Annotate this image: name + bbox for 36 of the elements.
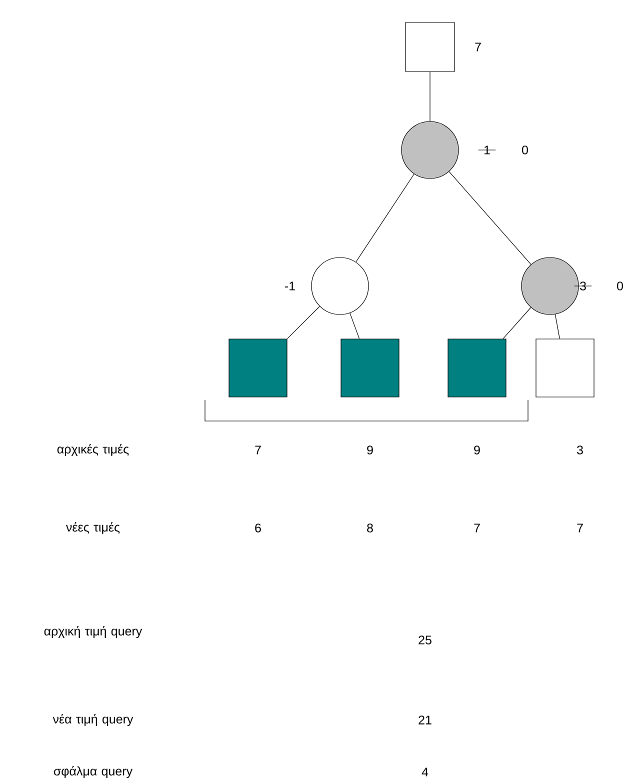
table-value: 25 — [418, 636, 432, 644]
connector-line — [287, 306, 320, 339]
connector-line — [448, 171, 532, 265]
table-value: 7 — [474, 524, 480, 532]
table-value: 21 — [418, 716, 432, 724]
struck-value: 1 — [478, 146, 496, 154]
circle-node — [401, 121, 459, 179]
square-node — [448, 338, 506, 398]
node-value: 0 — [617, 282, 623, 290]
square-node — [536, 338, 594, 398]
table-value: 9 — [367, 446, 373, 454]
table-value: 7 — [577, 524, 583, 532]
table-value: 4 — [422, 768, 428, 776]
row-label: σφάλμα query — [54, 766, 133, 778]
row-label: νέα τιμή query — [52, 714, 134, 726]
table-value: 9 — [474, 446, 480, 454]
table-value: 3 — [577, 446, 583, 454]
row-label: αρχική τιμή query — [44, 626, 142, 638]
row-label: νέες τιμές — [66, 522, 120, 534]
square-node — [228, 338, 288, 398]
table-value: 6 — [255, 524, 261, 532]
connector-line — [356, 174, 414, 262]
table-value: 8 — [367, 524, 373, 532]
table-value: 7 — [255, 446, 261, 454]
square-node — [405, 22, 455, 72]
connector-line — [502, 307, 532, 339]
struck-value: 3 — [574, 282, 592, 290]
connector-line — [350, 312, 360, 339]
node-value: 0 — [522, 146, 528, 154]
circle-node — [311, 257, 369, 315]
row-label: αρχικές τιμές — [57, 444, 129, 456]
circle-node — [521, 257, 579, 315]
node-value: 7 — [475, 42, 481, 52]
node-value: -1 — [285, 282, 295, 290]
square-node — [340, 338, 400, 398]
connector-line — [554, 314, 560, 339]
